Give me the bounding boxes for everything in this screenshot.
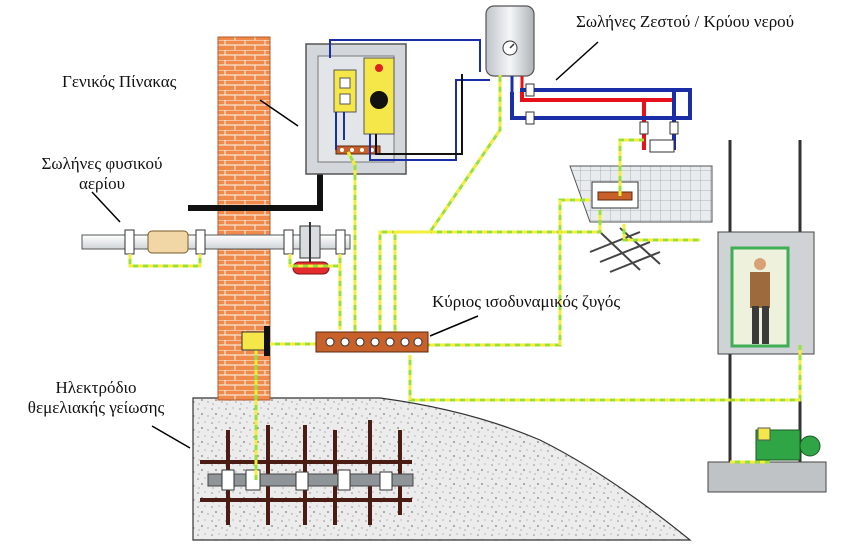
label-main-panel: Γενικός Πίνακας xyxy=(62,72,177,91)
hot-cold-pipes xyxy=(510,83,692,153)
wall-clamp xyxy=(241,326,270,356)
label-electrode-line1: Ηλεκτρόδιο xyxy=(55,378,137,397)
leader-lines xyxy=(91,41,599,449)
gas-meter-red xyxy=(292,261,330,275)
water-heater xyxy=(485,5,535,92)
foundation-electrode xyxy=(200,420,414,525)
elevator-motor xyxy=(755,427,821,461)
black-cable xyxy=(188,170,323,211)
label-gas-pipes-line2: αερίου xyxy=(78,174,126,193)
elevator xyxy=(707,140,827,493)
equipotential-busbar xyxy=(315,331,429,353)
ground xyxy=(192,397,692,541)
main-panel xyxy=(305,39,490,175)
bathroom-tiles xyxy=(569,165,713,273)
label-hot-cold-pipes: Σωλήνες Ζεστού / Κρύου νερού xyxy=(576,12,795,31)
gas-valve xyxy=(299,222,321,262)
label-equipotential-bar: Κύριος ισοδυναμικός ζυγός xyxy=(432,292,621,311)
label-gas-pipes-line1: Σωλήνες φυσικού xyxy=(41,154,163,173)
label-electrode-line2: θεμελιακής γείωσης xyxy=(27,398,165,417)
person xyxy=(750,258,770,344)
earthing-wires xyxy=(128,75,802,480)
gas-pipe xyxy=(81,222,351,275)
